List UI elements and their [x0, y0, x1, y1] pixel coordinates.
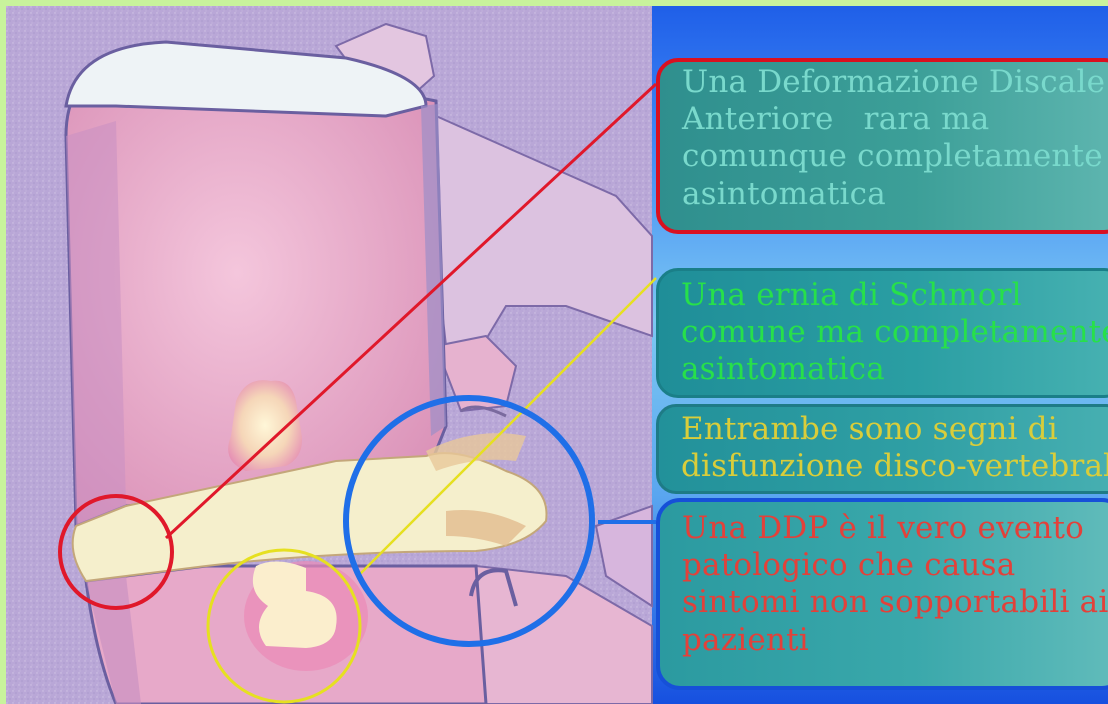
callout-text-line: asintomatica — [681, 351, 1108, 388]
callout-text-line: sintomi non sopportabili ai — [682, 584, 1108, 621]
callout-text-line: Entrambe sono segni di — [681, 411, 1108, 448]
callout-text-line: pazienti — [682, 622, 1108, 659]
callout-disc-vertebral-dysfunction: Entrambe sono segni di disfunzione disco… — [656, 404, 1108, 494]
callout-ddp-event: Una DDP è il vero evento patologico che … — [656, 498, 1108, 690]
callout-text-line: disfunzione disco-vertebrale — [681, 448, 1108, 485]
callout-schmorl-hernia: Una ernia di Schmorl comune ma completam… — [656, 268, 1108, 398]
callout-text-line: Anteriore rara ma — [682, 101, 1108, 138]
diagram-frame: Una Deformazione Discale Anteriore rara … — [6, 6, 1108, 704]
callout-text-line: comunque completamente — [682, 138, 1108, 175]
callout-anterior-deformation: Una Deformazione Discale Anteriore rara … — [656, 58, 1108, 234]
callout-text-line: Una ernia di Schmorl — [681, 277, 1108, 314]
callout-text-line: comune ma completamente — [681, 314, 1108, 351]
callout-text-line: asintomatica — [682, 176, 1108, 213]
schmorl-node — [244, 561, 368, 671]
callout-text-line: Una Deformazione Discale — [682, 64, 1108, 101]
callout-text-line: patologico che causa — [682, 547, 1108, 584]
callout-text-line: Una DDP è il vero evento — [682, 510, 1108, 547]
